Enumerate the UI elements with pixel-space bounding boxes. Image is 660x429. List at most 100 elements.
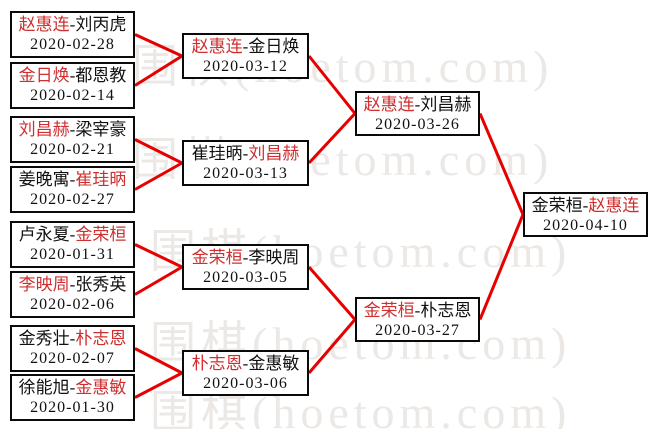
match-date: 2020-02-07 (30, 350, 115, 367)
player1-name: 徐能旭 (18, 378, 70, 397)
players-separator: - (242, 248, 249, 267)
connector-line (134, 243, 183, 269)
match-players: 金日焕-都恩教 (12, 65, 133, 86)
watermark-text: 围棋(hoetom.com) (150, 387, 572, 429)
player2-name: 金日焕 (248, 37, 300, 56)
connector-line (134, 371, 183, 399)
match-players: 李映周-张秀英 (12, 274, 133, 295)
match-box-r1-8: 徐能旭-金惠敏 2020-01-30 (10, 374, 135, 421)
match-players: 金荣桓-李映周 (184, 247, 307, 268)
match-date: 2020-02-28 (30, 36, 115, 53)
player2-name: 金惠敏 (248, 354, 300, 373)
player2-name: 李映周 (248, 248, 300, 267)
match-date: 2020-03-26 (375, 116, 460, 133)
player1-name: 姜晚寓 (18, 170, 70, 189)
players-separator: - (582, 196, 589, 215)
match-players: 卢永夏-金荣桓 (12, 224, 133, 245)
player2-name: 崔珪昞 (75, 170, 127, 189)
connector-line (478, 112, 525, 216)
players-separator: - (69, 66, 76, 85)
connector-line (307, 318, 357, 374)
match-date: 2020-02-14 (30, 87, 115, 104)
connector-line (307, 55, 357, 115)
connector-line (134, 265, 183, 296)
connector-line (134, 161, 183, 191)
match-box-r2-3: 金荣桓-李映周 2020-03-05 (182, 244, 309, 290)
players-separator: - (69, 170, 76, 189)
match-box-r1-5: 卢永夏-金荣桓 2020-01-31 (10, 221, 135, 268)
match-date: 2020-02-27 (30, 191, 115, 208)
players-separator: - (69, 225, 76, 244)
player1-name: 金荣桓 (363, 301, 415, 320)
match-players: 赵惠连-刘丙虎 (12, 14, 133, 35)
match-players: 朴志恩-金惠敏 (184, 353, 307, 374)
players-separator: - (69, 120, 76, 139)
match-players: 姜晚寓-崔珪昞 (12, 169, 133, 190)
player2-name: 刘昌赫 (248, 144, 300, 163)
player1-name: 赵惠连 (363, 95, 415, 114)
player1-name: 崔珪昞 (191, 144, 243, 163)
match-box-r2-2: 崔珪昞-刘昌赫 2020-03-13 (182, 140, 309, 186)
player1-name: 朴志恩 (191, 354, 243, 373)
player2-name: 刘昌赫 (420, 95, 472, 114)
players-separator: - (242, 144, 249, 163)
match-players: 徐能旭-金惠敏 (12, 377, 133, 398)
match-players: 金荣桓-朴志恩 (357, 300, 478, 321)
match-box-r1-2: 金日焕-都恩教 2020-02-14 (10, 62, 135, 109)
match-box-r2-1: 赵惠连-金日焕 2020-03-12 (182, 33, 309, 79)
match-players: 赵惠连-刘昌赫 (357, 94, 478, 115)
match-players: 金秀壮-朴志恩 (12, 328, 133, 349)
player2-name: 张秀英 (75, 275, 127, 294)
players-separator: - (69, 378, 76, 397)
players-separator: - (242, 37, 249, 56)
players-separator: - (69, 15, 76, 34)
match-box-r1-6: 李映周-张秀英 2020-02-06 (10, 271, 135, 318)
match-box-r1-1: 赵惠连-刘丙虎 2020-02-28 (10, 11, 135, 58)
player1-name: 金荣桓 (531, 196, 583, 215)
player1-name: 金秀壮 (18, 329, 70, 348)
player1-name: 赵惠连 (191, 37, 243, 56)
match-players: 赵惠连-金日焕 (184, 36, 307, 57)
connector-line (134, 347, 183, 375)
player1-name: 卢永夏 (18, 225, 70, 244)
match-box-sf-1: 赵惠连-刘昌赫 2020-03-26 (355, 91, 480, 136)
player1-name: 刘昌赫 (18, 120, 70, 139)
player2-name: 金荣桓 (75, 225, 127, 244)
player2-name: 金惠敏 (75, 378, 127, 397)
player1-name: 赵惠连 (18, 15, 70, 34)
players-separator: - (69, 329, 76, 348)
match-date: 2020-03-12 (203, 58, 288, 75)
match-date: 2020-01-31 (30, 246, 115, 263)
match-date: 2020-02-06 (30, 296, 115, 313)
connector-line (307, 112, 357, 165)
match-date: 2020-03-06 (203, 375, 288, 392)
match-box-final: 金荣桓-赵惠连 2020-04-10 (523, 192, 648, 237)
connector-line (134, 54, 183, 87)
connector-line (307, 266, 357, 321)
player2-name: 赵惠连 (588, 196, 640, 215)
match-box-r1-4: 姜晚寓-崔珪昞 2020-02-27 (10, 166, 135, 213)
match-date: 2020-01-30 (30, 399, 115, 416)
match-players: 刘昌赫-梁宰豪 (12, 119, 133, 140)
match-date: 2020-04-10 (543, 217, 628, 234)
player1-name: 金日焕 (18, 66, 70, 85)
match-box-r1-3: 刘昌赫-梁宰豪 2020-02-21 (10, 116, 135, 163)
player2-name: 朴志恩 (420, 301, 472, 320)
match-players: 崔珪昞-刘昌赫 (184, 143, 307, 164)
match-date: 2020-03-27 (375, 322, 460, 339)
players-separator: - (414, 301, 421, 320)
players-separator: - (414, 95, 421, 114)
player2-name: 梁宰豪 (75, 120, 127, 139)
connector-line (134, 138, 183, 165)
match-date: 2020-03-05 (203, 269, 288, 286)
player2-name: 刘丙虎 (75, 15, 127, 34)
match-date: 2020-02-21 (30, 141, 115, 158)
players-separator: - (242, 354, 249, 373)
player1-name: 李映周 (18, 275, 70, 294)
match-box-r1-7: 金秀壮-朴志恩 2020-02-07 (10, 325, 135, 372)
player1-name: 金荣桓 (191, 248, 243, 267)
match-box-r2-4: 朴志恩-金惠敏 2020-03-06 (182, 350, 309, 396)
players-separator: - (69, 275, 76, 294)
match-box-sf-2: 金荣桓-朴志恩 2020-03-27 (355, 297, 480, 342)
